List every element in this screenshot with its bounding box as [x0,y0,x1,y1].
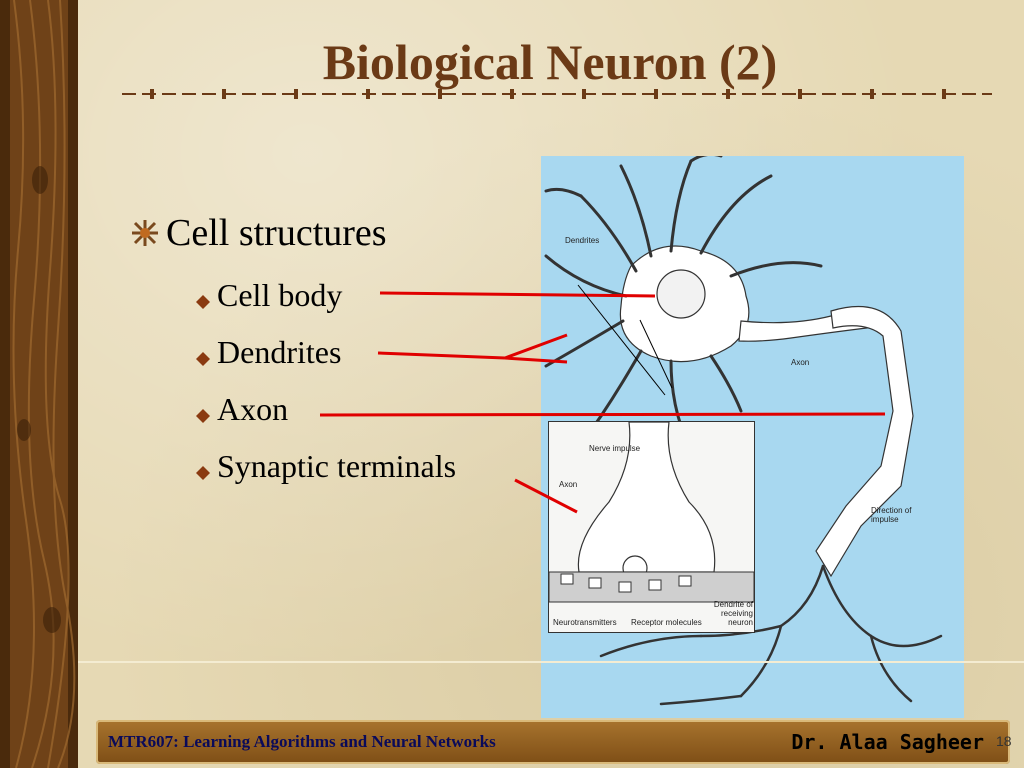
nerve-impulse-label: Nerve impulse [589,444,641,453]
diamond-bullet-icon [195,393,211,433]
diamond-bullet-icon [195,450,211,490]
page-number: 18 [996,733,1012,749]
wood-sidebar [0,0,78,768]
course-name: MTR607: Learning Algorithms and Neural N… [108,732,496,751]
dendrites-figure-label: Dendrites [565,236,600,245]
diamond-bullet-icon [195,336,211,376]
bullet-label: Axon [217,391,289,427]
bullet-dendrites: Dendrites [195,332,341,376]
bullet-label: Dendrites [217,334,342,370]
bullet-cell-body: Cell body [195,275,342,319]
dendrite-receiving-label: Dendrite of receiving neuron [713,600,753,627]
synapse-drawing [548,421,755,603]
bullet-synaptic-terminals: Synaptic terminals [195,446,456,490]
receptor-molecules-label: Receptor molecules [631,618,702,627]
bullet-label: Synaptic terminals [217,448,457,484]
author-name: Dr. Alaa Sagheer [791,730,984,754]
star-bullet-icon [130,213,160,259]
title-dashed-rule [122,89,992,99]
inset-axon-label: Axon [559,480,578,489]
bullet-label: Cell structures [166,212,387,254]
diamond-bullet-icon [195,279,211,319]
axon-figure-label: Axon [791,358,810,367]
footer-bar: MTR607: Learning Algorithms and Neural N… [96,720,1010,764]
nucleus-shape [656,269,706,319]
bullet-label: Cell body [217,277,343,313]
bullet-axon: Axon [195,389,288,433]
slide-title: Biological Neuron (2) [322,34,778,90]
bullet-cell-structures: Cell structures [130,210,387,259]
direction-figure-label: Direction of impulse [871,506,912,524]
footer-divider [78,661,1024,663]
neurotransmitters-label: Neurotransmitters [553,618,617,627]
synapse-inset: Nerve impulse Axon Neurotransmitters Rec… [548,421,755,633]
